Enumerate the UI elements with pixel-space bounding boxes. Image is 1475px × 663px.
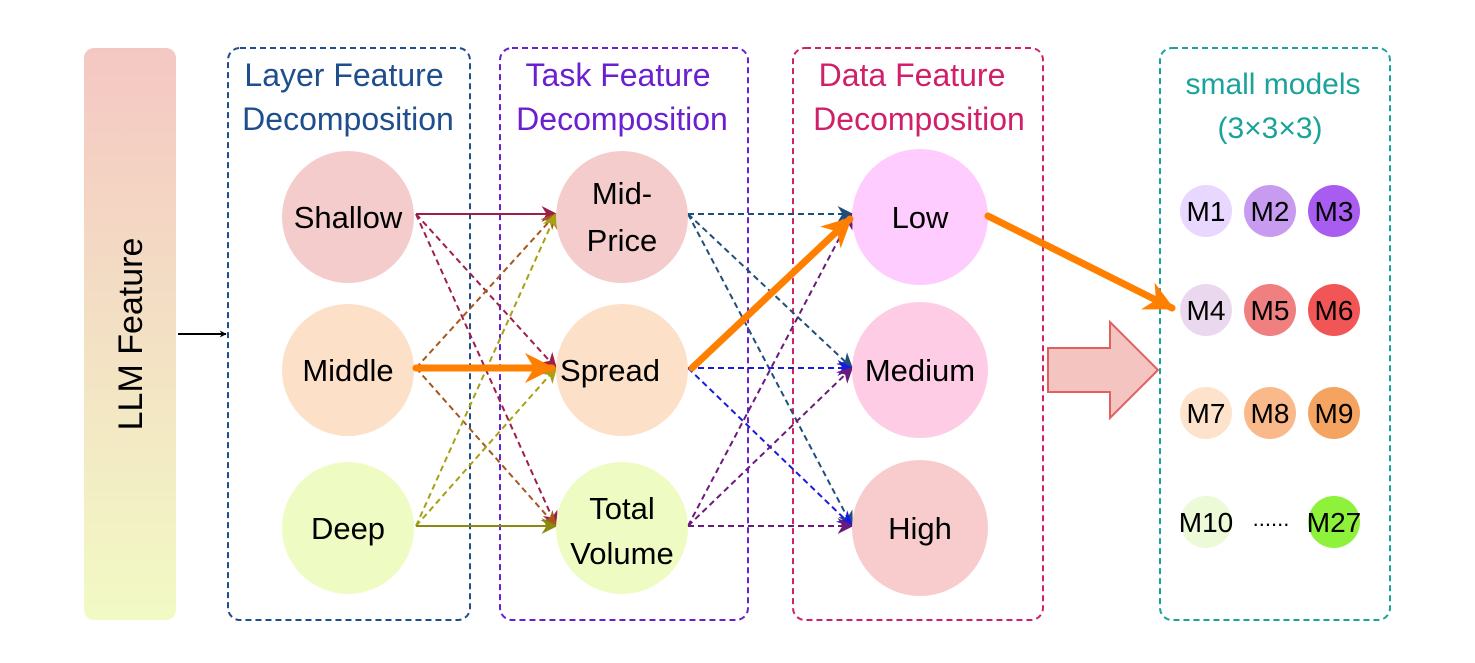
node-mid-price-label-line2: Price xyxy=(587,223,658,258)
model-m6-label: M6 xyxy=(1315,295,1354,326)
llm-feature-bar: LLM Feature xyxy=(84,48,176,620)
model-m8-label: M8 xyxy=(1251,398,1290,429)
edge-10 xyxy=(687,213,853,528)
model-m1-label: M1 xyxy=(1187,196,1226,227)
node-middle xyxy=(282,304,414,436)
edge-6 xyxy=(415,366,558,527)
model-m2-label: M2 xyxy=(1251,196,1290,227)
model-m5-circle xyxy=(1244,284,1296,336)
data-group-box xyxy=(792,47,1044,621)
model-m9-circle xyxy=(1308,387,1360,439)
node-deep-label: Deep xyxy=(311,511,385,546)
node-total-volume-label-line2: Volume xyxy=(570,536,673,571)
feature-nodes xyxy=(282,149,988,596)
node-spread xyxy=(556,304,688,436)
node-medium xyxy=(852,302,988,438)
data-group-title-line1: Data Feature xyxy=(819,57,1006,93)
model-m27-label: M27 xyxy=(1307,507,1361,538)
task-group-box xyxy=(499,47,749,621)
node-mid-price-label-line1: Mid- xyxy=(592,176,652,211)
edge-14 xyxy=(687,366,854,527)
model-m27-circle xyxy=(1308,496,1360,548)
model-m1-circle xyxy=(1180,185,1232,237)
node-high-label: High xyxy=(888,511,952,546)
edge-3 xyxy=(415,212,558,369)
data-group-title-line2: Decomposition xyxy=(813,101,1025,137)
models-group-title-line1: small models xyxy=(1185,68,1360,101)
models-group-title-line2: (3×3×3) xyxy=(1217,112,1322,145)
layer-group-title-line2: Decomposition xyxy=(242,101,454,137)
node-low-label: Low xyxy=(892,200,949,235)
node-shallow xyxy=(282,151,414,283)
node-spread-label: Spread xyxy=(560,353,660,388)
models-group-box xyxy=(1159,47,1391,621)
selected-path xyxy=(412,212,1176,383)
node-high xyxy=(852,460,988,596)
model-m3-label: M3 xyxy=(1315,196,1354,227)
node-shallow-label: Shallow xyxy=(294,200,403,235)
node-total-volume-label-line1: Total xyxy=(589,491,654,526)
model-m2-circle xyxy=(1244,185,1296,237)
model-m9-label: M9 xyxy=(1315,398,1354,429)
highlight-arrow-2 xyxy=(984,212,1176,312)
task-group-title-line1: Task Feature xyxy=(526,57,711,93)
node-deep xyxy=(282,462,414,594)
model-m8-circle xyxy=(1244,387,1296,439)
node-middle-label: Middle xyxy=(302,353,393,388)
task-group-title-line2: Decomposition xyxy=(516,101,728,137)
model-m10-label: M10 xyxy=(1179,507,1233,538)
node-total-volume xyxy=(556,462,688,594)
model-m7-circle xyxy=(1180,387,1232,439)
highlight-arrow-1 xyxy=(688,215,854,372)
node-medium-label: Medium xyxy=(865,353,975,388)
node-mid-price xyxy=(556,151,688,283)
llm-feature-label: LLM Feature xyxy=(112,238,150,431)
models-ellipsis: ...... xyxy=(1253,506,1290,531)
edge-13 xyxy=(687,212,853,527)
block-arrow xyxy=(1047,319,1160,421)
model-m4-label: M4 xyxy=(1187,295,1226,326)
model-m7-label: M7 xyxy=(1187,398,1226,429)
layer-group-title-line1: Layer Feature xyxy=(244,57,443,93)
model-m5-label: M5 xyxy=(1251,295,1290,326)
model-m3-circle xyxy=(1308,185,1360,237)
model-m6-circle xyxy=(1308,284,1360,336)
node-low xyxy=(852,149,988,285)
model-m10-circle xyxy=(1180,496,1232,548)
model-m4-circle xyxy=(1180,284,1232,336)
